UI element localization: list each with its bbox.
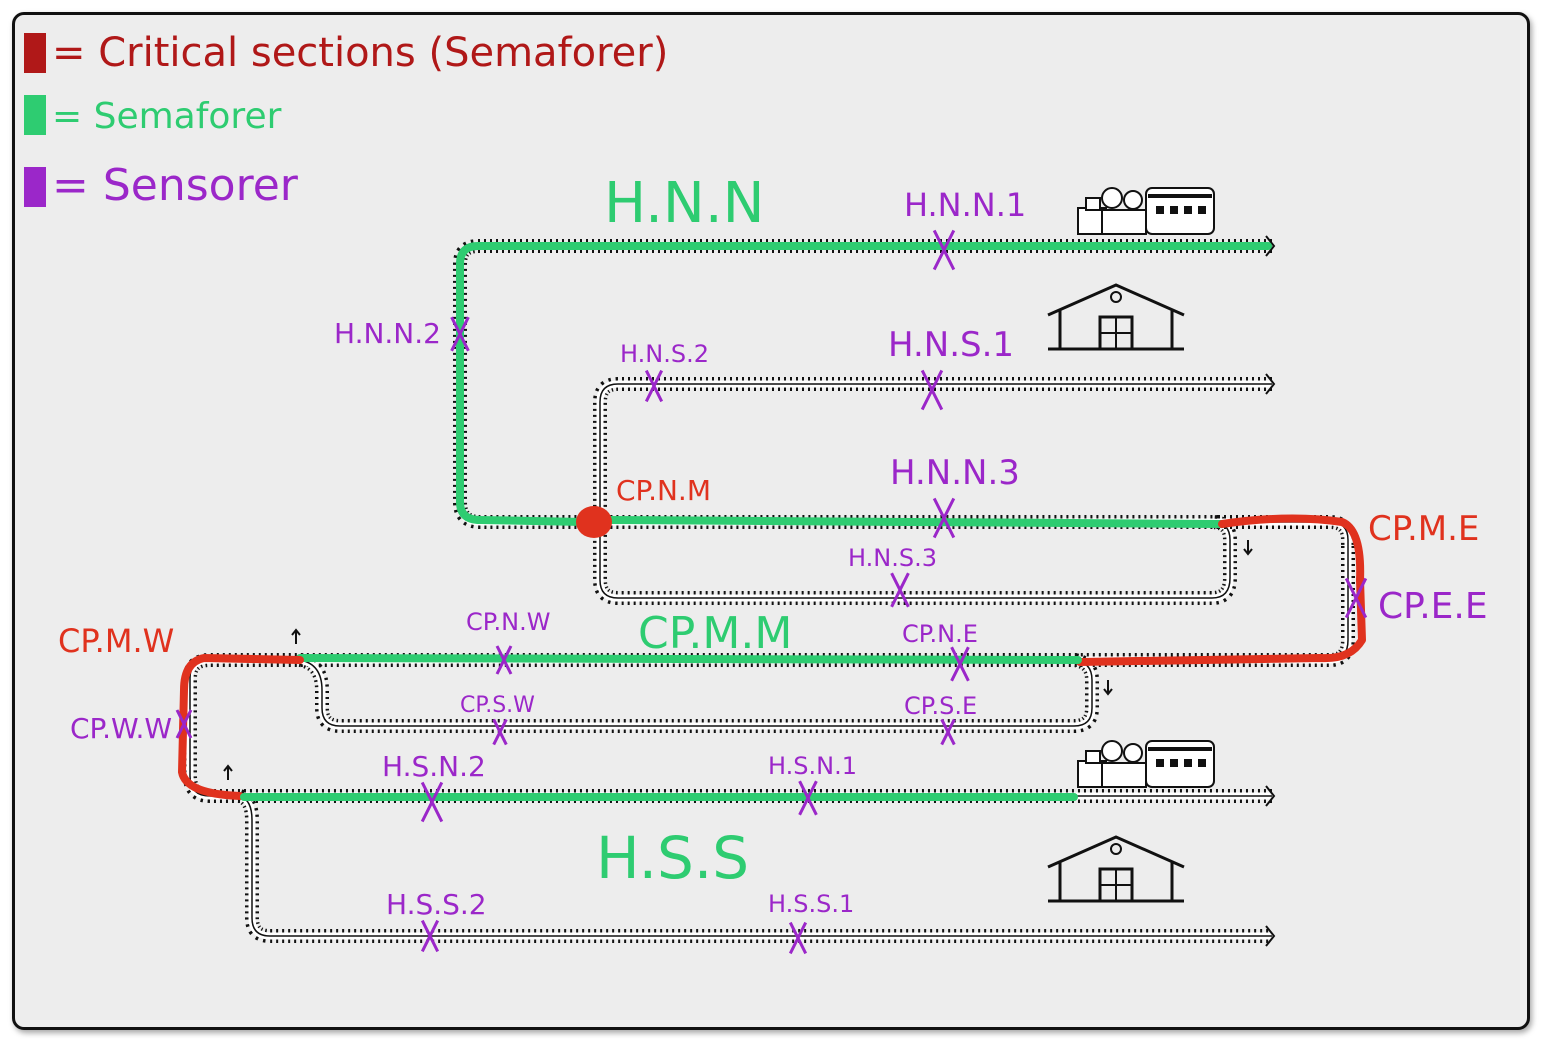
sensor-hns1 <box>920 369 944 411</box>
track-hns-rail <box>599 383 1272 599</box>
sensor-cpsw <box>492 718 508 746</box>
sensor-cpnw <box>495 645 513 675</box>
sensor-hss2 <box>420 919 440 953</box>
sensor-markers <box>175 229 1368 955</box>
critical-label-cpnm: CP.N.M <box>616 474 711 507</box>
track-end-stop <box>1265 373 1276 395</box>
semaphore-cpmm <box>296 654 1082 664</box>
sensor-hss1 <box>788 921 808 955</box>
station-south <box>1047 835 1185 903</box>
sensor-cpee <box>1344 577 1368 619</box>
track-end-stop <box>1265 785 1276 807</box>
sensor-label-hnn3: H.N.N.3 <box>890 453 1020 493</box>
legend-sensor-label: = Sensorer <box>52 160 299 211</box>
station-north <box>1047 283 1185 351</box>
sensor-label-hsn1: H.S.N.1 <box>768 752 857 780</box>
sensor-hnn3 <box>932 497 956 539</box>
sensor-label-hns3: H.N.S.3 <box>848 544 937 572</box>
sensor-label-hsn2: H.S.N.2 <box>382 750 486 783</box>
sensor-hns3 <box>890 572 910 608</box>
critical-cpmw <box>178 654 304 800</box>
legend-critical-swatch <box>24 33 46 73</box>
sensor-label-hss1: H.S.S.1 <box>768 890 854 918</box>
legend-semaphore-label: = Semaforer <box>52 96 282 137</box>
sensor-hnn2 <box>450 316 470 352</box>
sensor-label-hns2: H.N.S.2 <box>620 340 709 368</box>
critical-point-cpnm <box>576 506 612 538</box>
section-label-hnn: H.N.N <box>604 171 765 236</box>
section-label-cpmm: CP.M.M <box>638 608 792 659</box>
sensor-label-cpee: CP.E.E <box>1378 586 1488 627</box>
sensor-label-hss2: H.S.S.2 <box>386 888 487 921</box>
sensor-cpse <box>940 718 956 746</box>
sensor-hsn1 <box>798 780 818 816</box>
direction-arrows <box>223 540 1253 780</box>
sensor-cpww <box>175 709 193 739</box>
sensor-label-cpww: CP.W.W <box>70 712 172 745</box>
sensor-hnn1 <box>932 229 956 271</box>
legend: = Critical sections (Semaforer) = Semafo… <box>24 30 668 211</box>
track-end-stop <box>1265 235 1276 257</box>
track-end-stop <box>1265 925 1276 947</box>
train-north <box>1077 187 1215 235</box>
legend-semaphore-swatch <box>24 95 46 135</box>
signal-overlays <box>178 242 1366 801</box>
semaphore-hnn <box>456 242 1272 526</box>
sensor-label-hns1: H.N.S.1 <box>888 325 1014 365</box>
sensor-cpne <box>950 646 970 682</box>
critical-cpme <box>1076 514 1366 666</box>
sensor-label-cpnw: CP.N.W <box>466 608 550 636</box>
train-south <box>1077 740 1215 788</box>
section-label-hss: H.S.S <box>596 824 749 892</box>
semaphore-hnn3 <box>606 516 1226 528</box>
sensor-hsn2 <box>420 781 444 823</box>
track-cps-rail <box>299 659 1093 727</box>
critical-label-cpmw: CP.M.W <box>58 622 174 660</box>
legend-critical-label: = Critical sections (Semaforer) <box>52 30 668 76</box>
sensor-label-hnn1: H.N.N.1 <box>904 186 1026 224</box>
sensor-label-cpne: CP.N.E <box>902 620 978 648</box>
sensor-label-cpse: CP.S.E <box>904 692 977 720</box>
sensor-label-cpsw: CP.S.W <box>460 693 535 718</box>
legend-sensor-swatch <box>24 167 46 207</box>
sensor-label-hnn2: H.N.N.2 <box>334 317 441 350</box>
critical-label-cpme: CP.M.E <box>1368 509 1479 549</box>
sensor-hns2 <box>644 369 664 403</box>
